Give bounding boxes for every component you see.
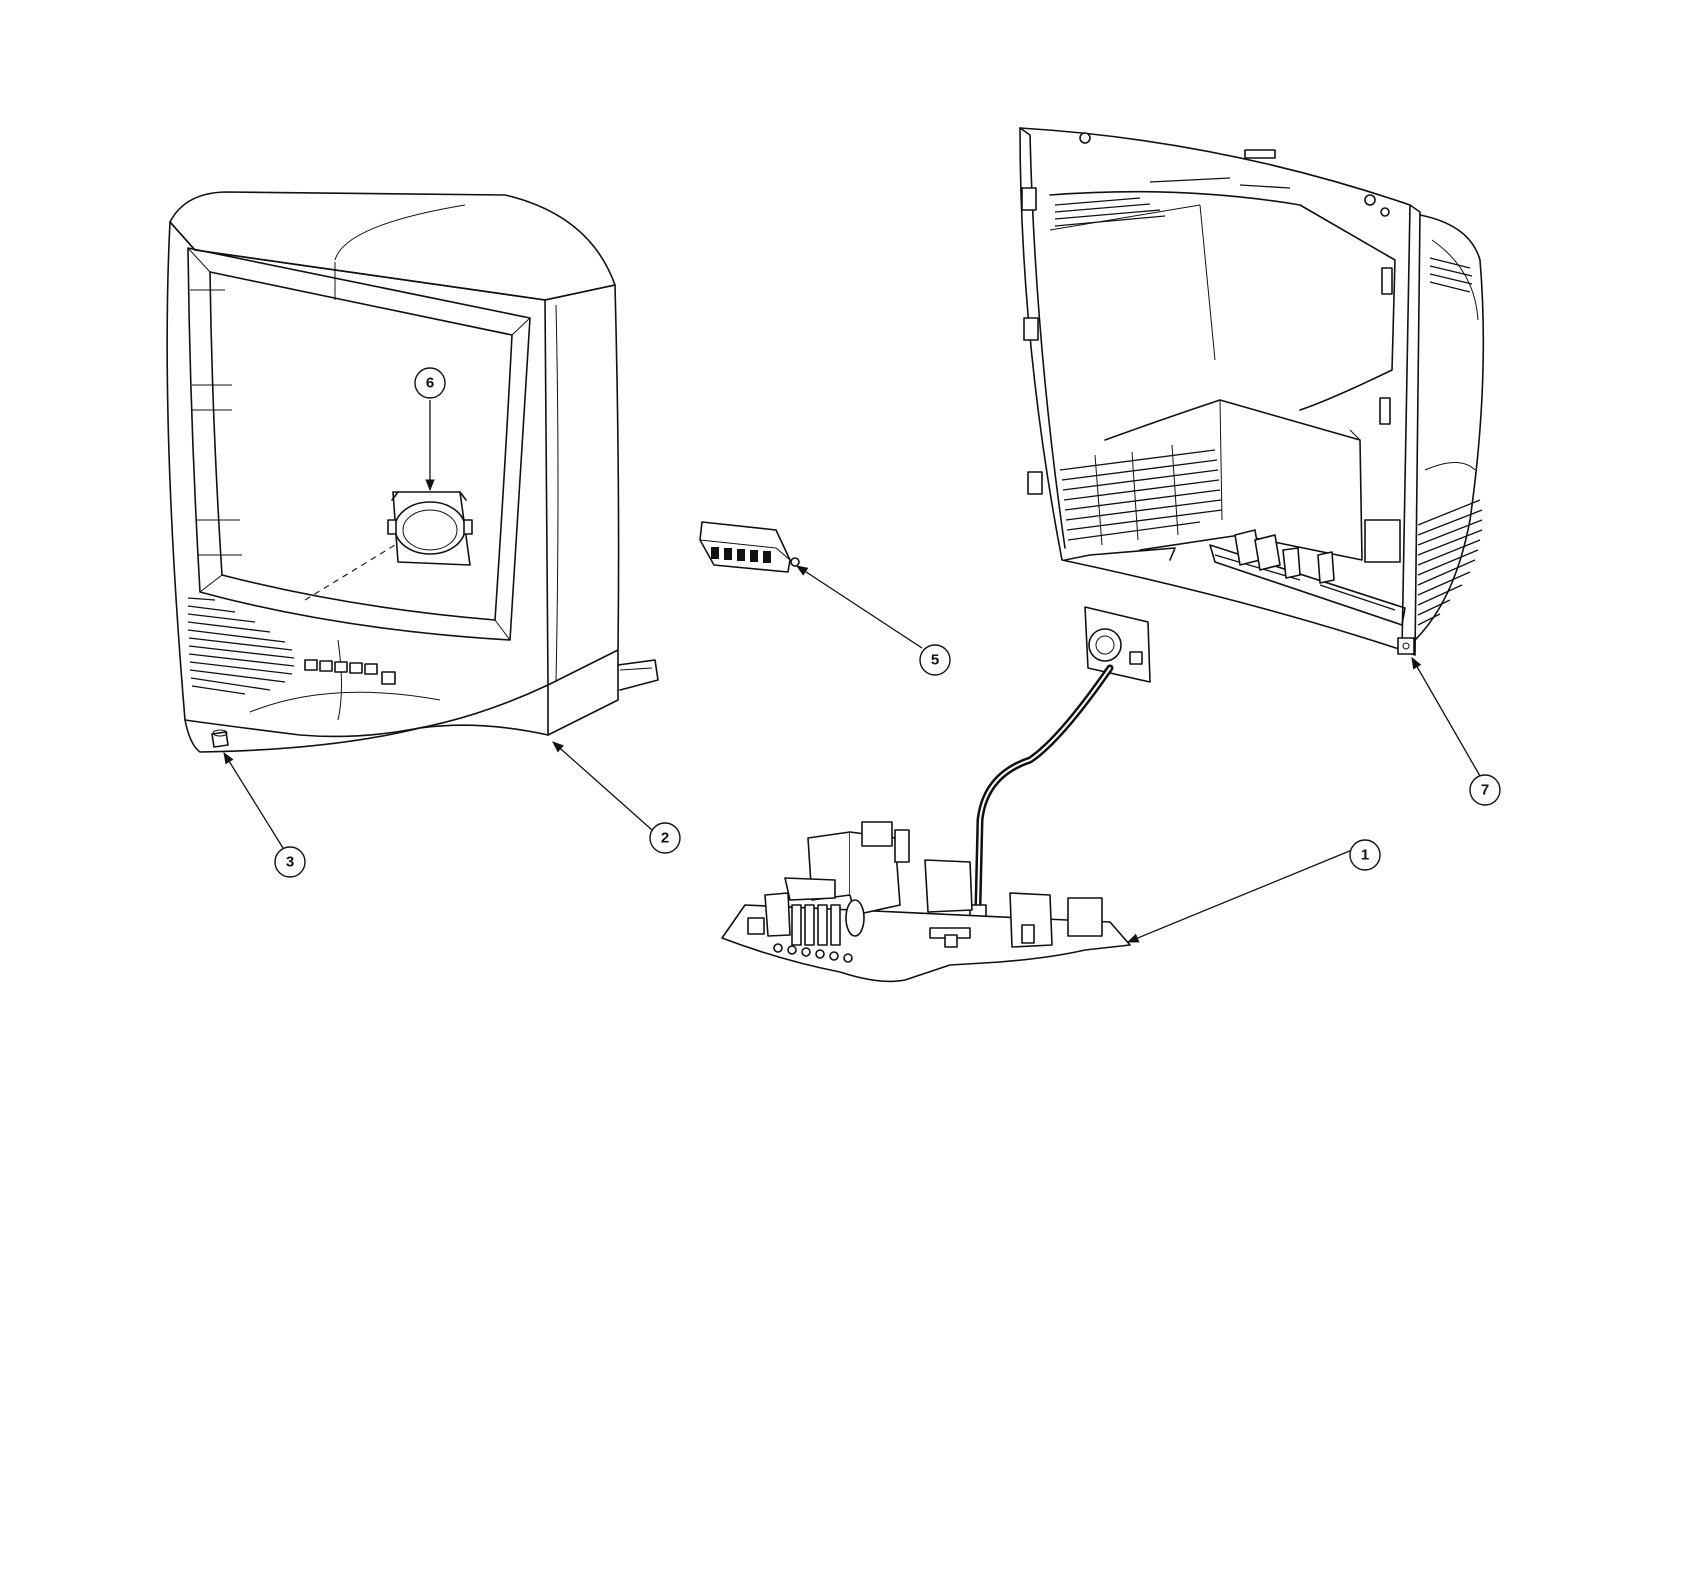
callout-3: 3 [274,846,306,878]
socket-ring-drawing [387,491,473,566]
leader-lines [223,400,1481,943]
rear-cabinet-drawing [1019,127,1485,656]
callout-2: 2 [649,822,681,854]
callout-3-label: 3 [286,854,294,871]
callout-7: 7 [1469,774,1501,806]
connector-pins [773,943,853,963]
button-board-drawing [699,521,800,573]
callout-5: 5 [919,644,951,676]
callout-6: 6 [414,367,446,399]
small-knob-drawing [211,729,229,748]
vertical-resistors [791,904,841,946]
tuner-bracket-drawing [969,606,1151,918]
callout-1: 1 [1349,839,1381,871]
main-board-drawing [721,821,1131,983]
callout-5-label: 5 [931,652,939,669]
callout-7-label: 7 [1481,782,1489,799]
callout-1-label: 1 [1361,847,1369,864]
callout-2-label: 2 [661,830,669,847]
callout-6-label: 6 [426,375,434,392]
front-cabinet-drawing [166,191,659,753]
